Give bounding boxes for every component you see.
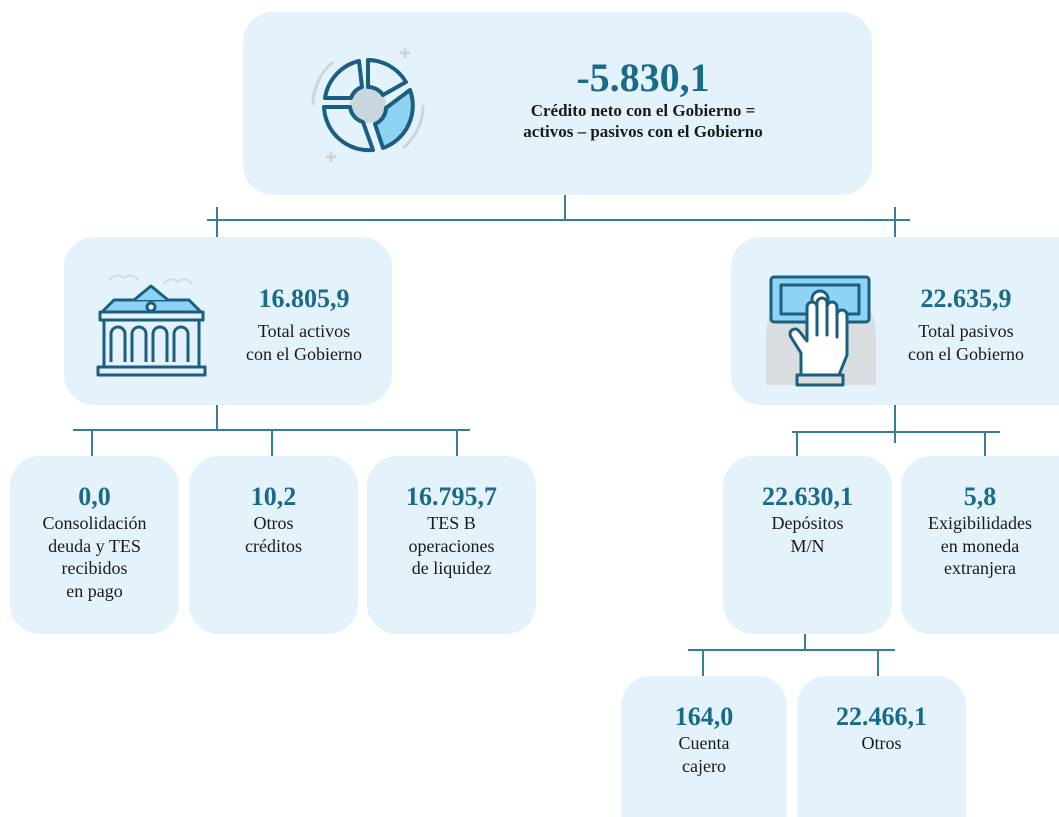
total-liabilities-box: 22.635,9 Total pasivos con el Gobierno [731, 237, 1059, 405]
deposit-item-cuenta-cajero: 164,0 Cuenta cajero [621, 676, 787, 817]
asset-item-otros-creditos: 10,2 Otros créditos [189, 456, 358, 634]
asset-item-value: 0,0 [78, 482, 111, 511]
liability-item-value: 5,8 [963, 482, 997, 511]
net-credit-box: -5.830,1 Crédito neto con el Gobierno = … [243, 12, 872, 195]
deposit-item-value: 164,0 [674, 702, 734, 731]
net-credit-value: -5.830,1 [576, 55, 710, 100]
bank-building-icon [96, 274, 207, 377]
asset-item-value: 16.795,7 [406, 482, 497, 511]
total-liabilities-label: Total pasivos con el Gobierno [908, 321, 1024, 364]
total-liabilities-value: 22.635,9 [920, 284, 1012, 313]
liability-item-value: 22.630,1 [762, 482, 853, 511]
asset-item-consolidacion: 0,0 Consolidación deuda y TES recibidos … [10, 456, 179, 634]
asset-item-value: 10,2 [250, 482, 297, 511]
liability-item-depositos: 22.630,1 Depósitos M/N [723, 456, 892, 634]
hand-banknote-icon [766, 275, 876, 387]
deposit-item-otros: 22.466,1 Otros [797, 676, 966, 817]
pie-chart-icon [311, 48, 425, 162]
total-assets-box: 16.805,9 Total activos con el Gobierno [64, 237, 392, 405]
total-assets-label: Total activos con el Gobierno [246, 321, 362, 364]
deposit-item-value: 22.466,1 [836, 702, 927, 731]
asset-item-tes-b: 16.795,7 TES B operaciones de liquidez [367, 456, 536, 634]
liability-item-exigibilidades: 5,8 Exigibilidades en moneda extranjera [901, 456, 1059, 634]
net-credit-label: Crédito neto con el Gobierno = activos –… [523, 101, 763, 142]
total-assets-value: 16.805,9 [258, 284, 350, 313]
